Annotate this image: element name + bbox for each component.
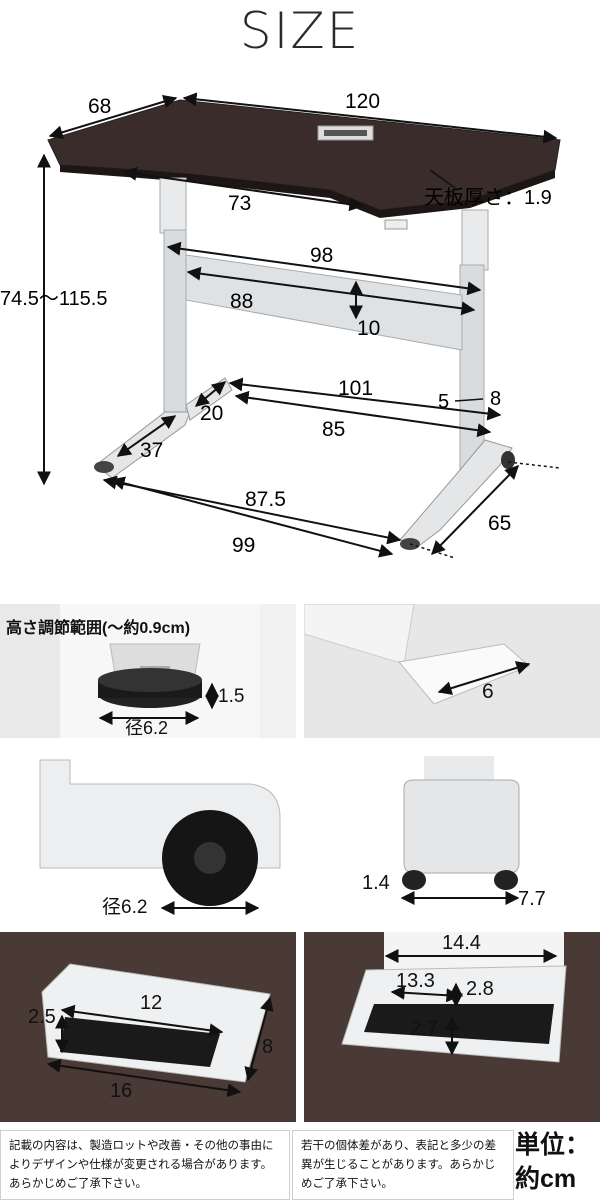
grommet-height: 8 <box>262 1036 274 1058</box>
page-title: SIZE <box>239 2 361 60</box>
dim-width: 120 <box>345 90 380 113</box>
footer-note-1: 記載の内容は、製造ロットや改善・その他の事由によりデザインや仕様が変更される場合… <box>0 1130 290 1200</box>
grommet-inner: 12 <box>140 992 163 1014</box>
adjuster-caption: 高さ調節範囲(〜約0.9cm) <box>6 620 191 637</box>
grommet-top-gap: 2.8 <box>466 978 494 1000</box>
grommet-outer: 16 <box>110 1080 133 1102</box>
wheel-diameter: 径6.2 <box>102 897 148 918</box>
dim-beam-height: 10 <box>357 317 380 340</box>
grommet-top-inner: 13.3 <box>396 970 435 992</box>
dim-frame-width: 98 <box>310 244 333 267</box>
dim-height: 74.5〜115.5 <box>0 288 108 310</box>
wheel-panel: 径6.2 <box>0 748 296 918</box>
left-leg-lower <box>163 229 187 416</box>
dim-base-inner2: 85 <box>322 418 345 441</box>
grommet-top-panel: 14.4 13.3 2.8 2.7 <box>304 932 600 1122</box>
dim-leg-d: 8 <box>490 388 501 410</box>
foot-dim-right: 7.7 <box>518 888 546 910</box>
dim-base-inner: 101 <box>338 377 373 400</box>
dim-base-total: 99 <box>232 534 255 557</box>
foot-detail-panel: 1.4 7.7 <box>304 748 600 918</box>
grommet-top-outer: 14.4 <box>442 932 481 954</box>
adjuster-height: 1.5 <box>218 686 245 707</box>
footer-note-2: 若干の個体差があり、表記と多少の差異が生じることがあります。あらかじめご了承下さ… <box>292 1130 514 1200</box>
unit-box: 単位： 約cm <box>515 1128 600 1196</box>
unit-label: 単位： <box>515 1131 591 1159</box>
dim-beam-width: 88 <box>230 290 253 313</box>
foot-dim-left: 1.4 <box>362 872 390 894</box>
right-leg-lower <box>459 264 485 476</box>
dim-thickness: 天板厚さ：1.9 <box>424 186 552 209</box>
grommet-panel: 12 2.5 8 16 <box>0 932 296 1122</box>
dim-leg-w: 5 <box>438 391 449 413</box>
dim-foot: 37 <box>140 439 163 462</box>
dim-foot-small: 20 <box>200 402 223 425</box>
dim-inner-top: 73 <box>228 192 251 215</box>
adjuster-diameter: 径6.2 <box>125 718 169 738</box>
grommet-top-depth: 2.7 <box>410 1018 438 1040</box>
right-leg-upper <box>461 209 489 271</box>
desk-diagram: 68 120 73 天板厚さ：1.9 74.5〜115.5 98 88 10 1… <box>0 90 561 559</box>
clip-width: 6 <box>482 680 494 703</box>
adjuster-panel: 高さ調節範囲(〜約0.9cm) 1.5 径6.2 <box>0 604 296 738</box>
dim-base-outer: 87.5 <box>245 488 286 511</box>
dim-base-depth: 65 <box>488 512 511 535</box>
dim-depth: 68 <box>88 95 111 118</box>
clip-panel: 6 <box>304 604 600 738</box>
unit-value: 約cm <box>515 1165 577 1193</box>
left-leg-upper <box>159 177 187 234</box>
grommet-side: 2.5 <box>28 1006 56 1028</box>
